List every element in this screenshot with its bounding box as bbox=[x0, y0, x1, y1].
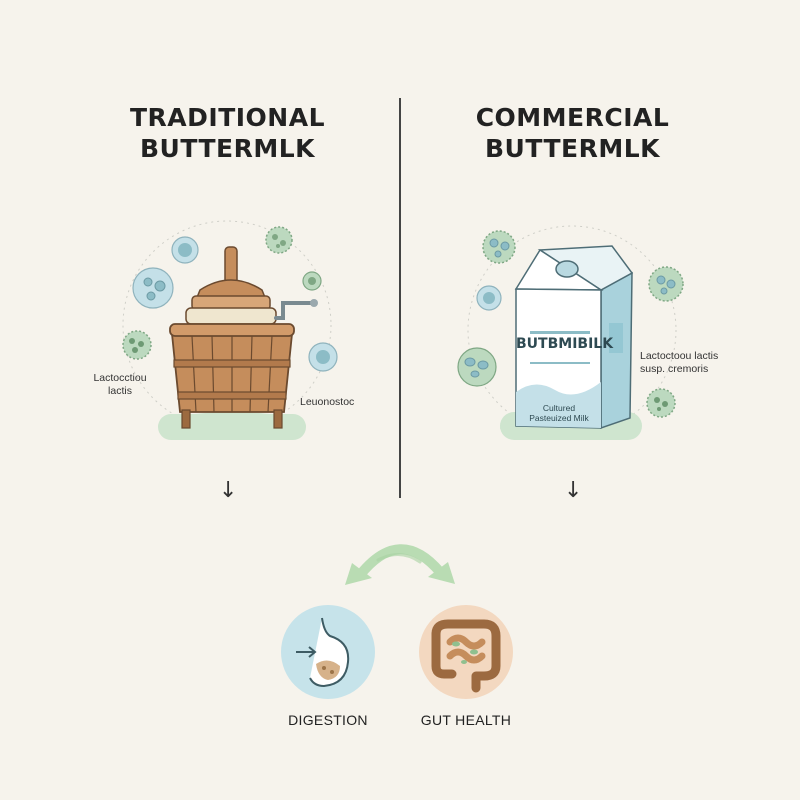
digestion-icon bbox=[281, 605, 375, 699]
commercial-illustration bbox=[457, 225, 684, 440]
gut-health-icon bbox=[419, 605, 513, 699]
leuconostoc-label: Leuonostoc bbox=[300, 396, 355, 408]
intestine-icon bbox=[431, 619, 501, 693]
microbe-icon-9 bbox=[457, 347, 497, 387]
center-divider bbox=[399, 98, 401, 498]
microbe-icon-5 bbox=[122, 330, 152, 360]
commercial-title-line2: BUTTERMLK bbox=[484, 134, 661, 163]
microbe-icon-1 bbox=[171, 236, 199, 264]
traditional-title-line1: TRADITIONAL bbox=[129, 103, 325, 132]
lactococcus-cremoris-label: Lactoctoou lactis susp. cremoris bbox=[640, 350, 719, 375]
down-arrow-icon-right: ↓ bbox=[564, 478, 583, 503]
traditional-illustration bbox=[122, 220, 338, 440]
traditional-title-line2: BUTTERMLK bbox=[139, 134, 316, 163]
microbe-icon-6 bbox=[308, 342, 338, 372]
butter-churn-icon bbox=[169, 246, 318, 429]
gut-health-label: GUT HEALTH bbox=[420, 712, 512, 728]
microbe-icon-3 bbox=[132, 267, 174, 309]
microbe-icon-11 bbox=[646, 388, 676, 418]
milk-carton-icon bbox=[514, 245, 634, 430]
microbe-icon-4 bbox=[302, 271, 322, 291]
lactococcus-label: Lactocctiou lactis bbox=[93, 372, 147, 397]
traditional-buttermilk-title: TRADITIONAL BUTTERMLK bbox=[100, 102, 355, 164]
carton-brand: BUTBMIBILK bbox=[516, 336, 614, 352]
commercial-title-line1: COMMERCIAL bbox=[475, 103, 670, 132]
down-arrow-icon-left: ↓ bbox=[219, 478, 238, 503]
microbe-icon-8 bbox=[476, 285, 502, 311]
microbe-icon-10 bbox=[648, 266, 684, 302]
carton-subtitle: Cultured Pasteuized Milk bbox=[529, 403, 589, 423]
microbe-icon-2 bbox=[265, 226, 293, 254]
commercial-buttermilk-title: COMMERCIAL BUTTERMLK bbox=[445, 102, 700, 164]
digestion-label: DIGESTION bbox=[288, 712, 368, 728]
microbe-icon-7 bbox=[482, 230, 516, 264]
